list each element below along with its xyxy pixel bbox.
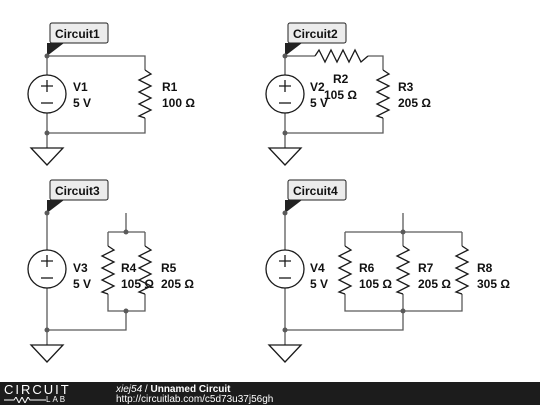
circuit-1-tag-label: Circuit1 [55,27,100,41]
v4-value-label: 5 V [310,277,328,291]
circuit-3-tag-label: Circuit3 [55,184,100,198]
r4-value-label: 105 Ω [121,277,154,291]
circuit-1: Circuit1 V1 5 V R1 100 Ω [27,22,195,166]
resistor-r4[interactable] [100,245,116,295]
circuit-4: Circuit4 V4 5 V R6 105 Ω R7 20 [265,179,510,363]
r4-name-label: R4 [121,261,137,275]
resistor-r7[interactable] [395,245,411,295]
junction-dot [44,210,50,216]
v4-name-label: V4 [310,261,325,275]
title-separator: / [142,384,151,395]
circuit-1-wires [46,55,146,148]
v1-value-label: 5 V [73,96,91,110]
resistor-r6[interactable] [337,245,353,295]
r7-value-label: 205 Ω [418,277,451,291]
circuit-4-tag-label: Circuit4 [293,184,338,198]
junction-dot [44,327,50,333]
v3-name-label: V3 [73,261,88,275]
r1-value-label: 100 Ω [162,96,195,110]
r3-value-label: 205 Ω [398,96,431,110]
circuitlab-logo[interactable]: CIRCUIT LAB [4,383,104,404]
ground-symbol [29,147,65,166]
circuit-4-tag[interactable]: Circuit4 [285,179,347,213]
circuit-3: Circuit3 V3 5 V R4 105 Ω R5 205 Ω [27,179,194,363]
voltage-source-v1[interactable] [27,74,67,114]
v2-name-label: V2 [310,80,325,94]
ground-symbol [267,344,303,363]
circuit-title[interactable]: Unnamed Circuit [150,384,231,395]
logo-wordmark-bottom: LAB [46,395,68,404]
junction-dot [123,229,129,235]
ground-symbol [29,344,65,363]
r6-value-label: 105 Ω [359,277,392,291]
r8-value-label: 305 Ω [477,277,510,291]
v2-value-label: 5 V [310,96,328,110]
junction-dot [282,327,288,333]
r6-name-label: R6 [359,261,375,275]
voltage-source-v4[interactable] [265,249,305,289]
resistor-r3[interactable] [375,69,391,119]
r2-value-label: 105 Ω [324,88,357,102]
voltage-source-v3[interactable] [27,249,67,289]
resistor-r2[interactable] [314,48,369,64]
footer-bar: CIRCUIT LAB xiej54 / Unnamed Circuit htt… [0,382,540,405]
circuit-url-link[interactable]: http://circuitlab.com/c5d73u37j56gh [116,394,274,405]
circuit-3-tag[interactable]: Circuit3 [47,179,109,213]
r1-name-label: R1 [162,80,178,94]
r5-name-label: R5 [161,261,177,275]
junction-dot [400,308,406,314]
circuit-2: Circuit2 V2 5 V R2 105 Ω R3 205 Ω [265,22,431,166]
junction-dot [282,210,288,216]
author-link[interactable]: xiej54 [116,384,143,395]
circuit-2-tag-label: Circuit2 [293,27,338,41]
r2-name-label: R2 [333,72,349,86]
junction-dot [44,53,50,59]
r7-name-label: R7 [418,261,434,275]
junction-dot [123,308,129,314]
resistor-r1[interactable] [137,69,153,119]
r5-value-label: 205 Ω [161,277,194,291]
junction-dot [400,229,406,235]
v3-value-label: 5 V [73,277,91,291]
resistor-r8[interactable] [454,245,470,295]
logo-wire-icon [4,397,46,403]
footer-title-line: xiej54 / Unnamed Circuit [116,384,231,395]
circuit-schematic: Circuit1 V1 5 V R1 100 Ω Circuit2 [27,22,510,363]
logo-wordmark-top: CIRCUIT [4,382,71,397]
resistor-r5[interactable] [137,245,153,295]
v1-name-label: V1 [73,80,88,94]
circuit-1-tag[interactable]: Circuit1 [47,22,109,56]
junction-dot [44,130,50,136]
circuit-2-tag[interactable]: Circuit2 [285,22,347,56]
junction-dot [282,53,288,59]
junction-dot [282,130,288,136]
r8-name-label: R8 [477,261,493,275]
voltage-source-v2[interactable] [265,74,305,114]
r3-name-label: R3 [398,80,414,94]
ground-symbol [267,147,303,166]
